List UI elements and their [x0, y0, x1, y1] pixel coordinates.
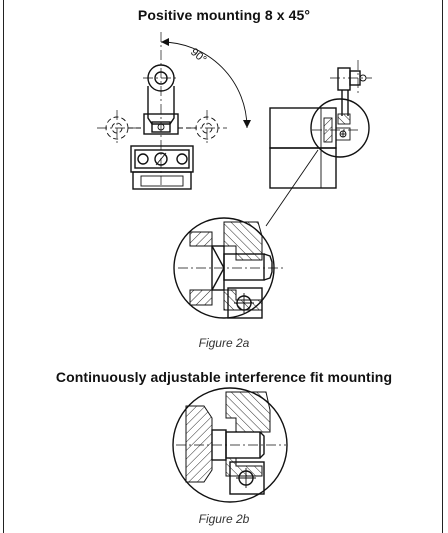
figure-caption-2a: Figure 2a [198, 336, 250, 350]
figure-frame [3, 0, 443, 533]
heading-interference-fit: Continuously adjustable interference fit… [55, 369, 393, 385]
figure-caption-2b: Figure 2b [198, 512, 250, 526]
front-view [97, 32, 251, 190]
detail-view-b [172, 387, 288, 503]
heading-positive-mounting: Positive mounting 8 x 45° [137, 7, 311, 23]
side-view [265, 60, 372, 227]
detail-view-a [173, 217, 284, 319]
